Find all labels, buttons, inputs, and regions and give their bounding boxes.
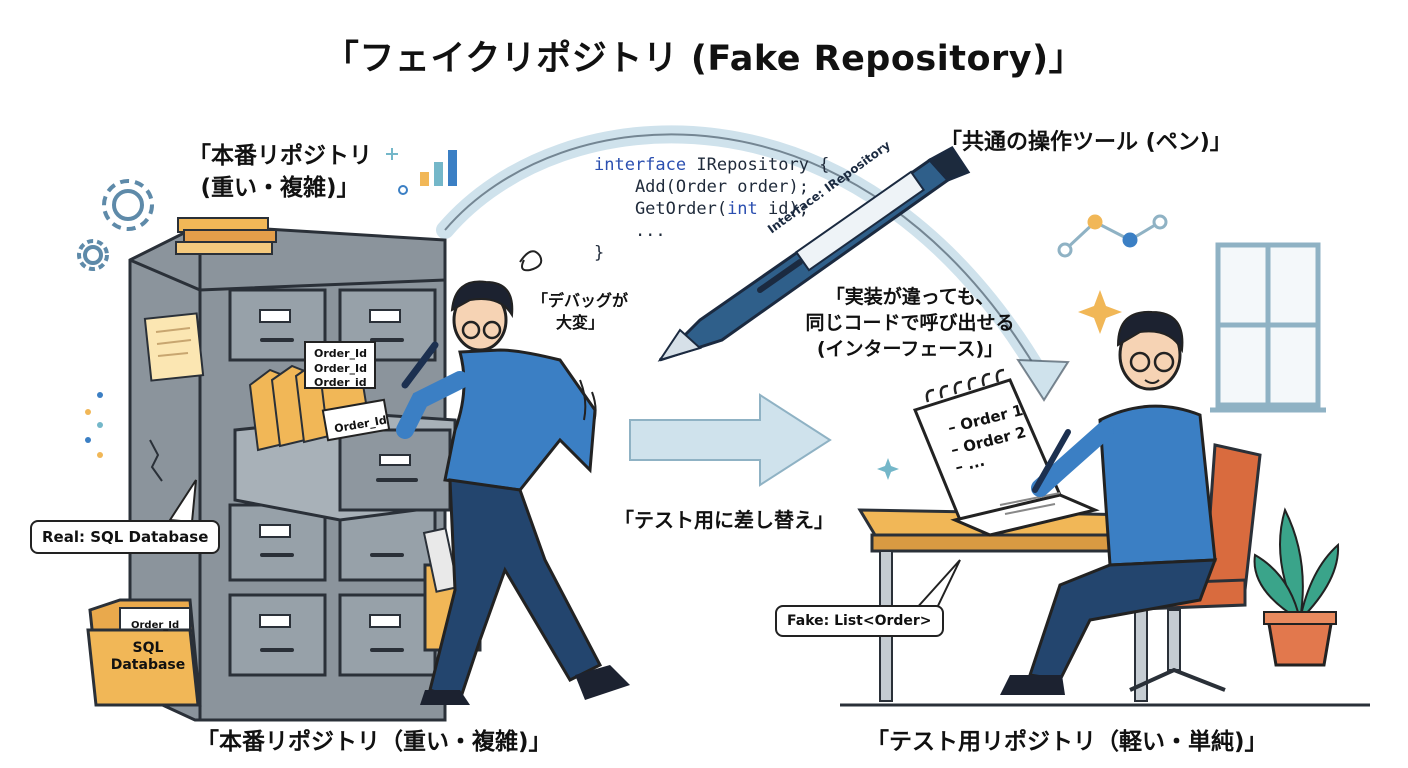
production-repo-label-line2: (重い・複雑)」 xyxy=(200,175,360,201)
folder-db-line2: Database xyxy=(110,657,186,673)
order-card-1: Order_Id xyxy=(314,347,368,360)
swap-for-test-label: 「テスト用に差し替え」 xyxy=(614,508,834,532)
impl-label-line2: 同じコードで呼び出せる xyxy=(805,312,1015,334)
interface-explanation-label: 「実装が違っても、 同じコードで呼び出せる (インターフェース)」 xyxy=(790,284,1030,362)
order-card-2: Order_Id xyxy=(314,362,368,375)
window-icon xyxy=(1210,242,1326,413)
code-line5: } xyxy=(594,243,605,263)
order-cards xyxy=(304,341,391,442)
code-keyword-int: int xyxy=(727,199,758,219)
production-repo-label: 「本番リポジトリ (重い・複雑)」 xyxy=(170,140,390,204)
sql-database-folder-label: SQL Database xyxy=(100,640,196,674)
line-chart-icon xyxy=(1057,214,1168,258)
stressed-developer xyxy=(396,250,630,705)
code-line4: ... xyxy=(594,221,666,241)
pen xyxy=(657,146,971,362)
code-line3a: GetOrder( xyxy=(594,199,728,219)
production-repo-label-line1: 「本番リポジトリ xyxy=(188,143,372,169)
page-title: 「フェイクリポジトリ (Fake Repository)」 xyxy=(323,39,1085,79)
code-line3b: id); xyxy=(757,199,809,219)
curved-arrow xyxy=(436,125,1070,402)
code-line2: Add(Order order); xyxy=(594,177,809,197)
gear-icon xyxy=(77,179,154,271)
plant-icon xyxy=(1253,507,1340,667)
bar-chart-icon xyxy=(386,148,457,195)
sql-folder xyxy=(86,598,202,707)
folder-id-tag: Order_Id xyxy=(131,620,180,631)
debug-label-line1: 「デバッグが xyxy=(531,291,628,310)
sparkle-icon xyxy=(877,290,1122,480)
interface-code: interface IRepository { Add(Order order)… xyxy=(594,154,829,264)
code-line1: IRepository { xyxy=(686,155,830,175)
folder-db-line1: SQL xyxy=(132,640,164,656)
production-repo-caption: 「本番リポジトリ（重い・複雑)」 xyxy=(196,729,552,755)
filing-cabinet xyxy=(128,217,457,722)
code-keyword-interface: interface xyxy=(594,155,687,175)
fake-list-bubble: Fake: List<Order> xyxy=(775,605,944,637)
impl-label-line3: (インターフェース)」 xyxy=(816,338,1004,360)
common-tool-label: 「共通の操作ツール (ペン)」 xyxy=(940,130,1232,155)
debug-label-line2: 大変」 xyxy=(555,313,604,332)
order-card-3: Order_id xyxy=(314,376,367,389)
real-sql-bubble: Real: SQL Database xyxy=(30,520,221,554)
calm-developer xyxy=(1000,310,1218,695)
notebook xyxy=(912,368,1100,537)
decor-dots xyxy=(85,392,103,458)
swap-arrow xyxy=(629,393,832,487)
desk xyxy=(840,508,1370,707)
debug-hard-label: 「デバッグが 大変」 xyxy=(520,290,640,334)
test-repo-caption: 「テスト用リポジトリ（軽い・単純)」 xyxy=(866,729,1268,755)
impl-label-line1: 「実装が違っても、 xyxy=(825,286,995,308)
